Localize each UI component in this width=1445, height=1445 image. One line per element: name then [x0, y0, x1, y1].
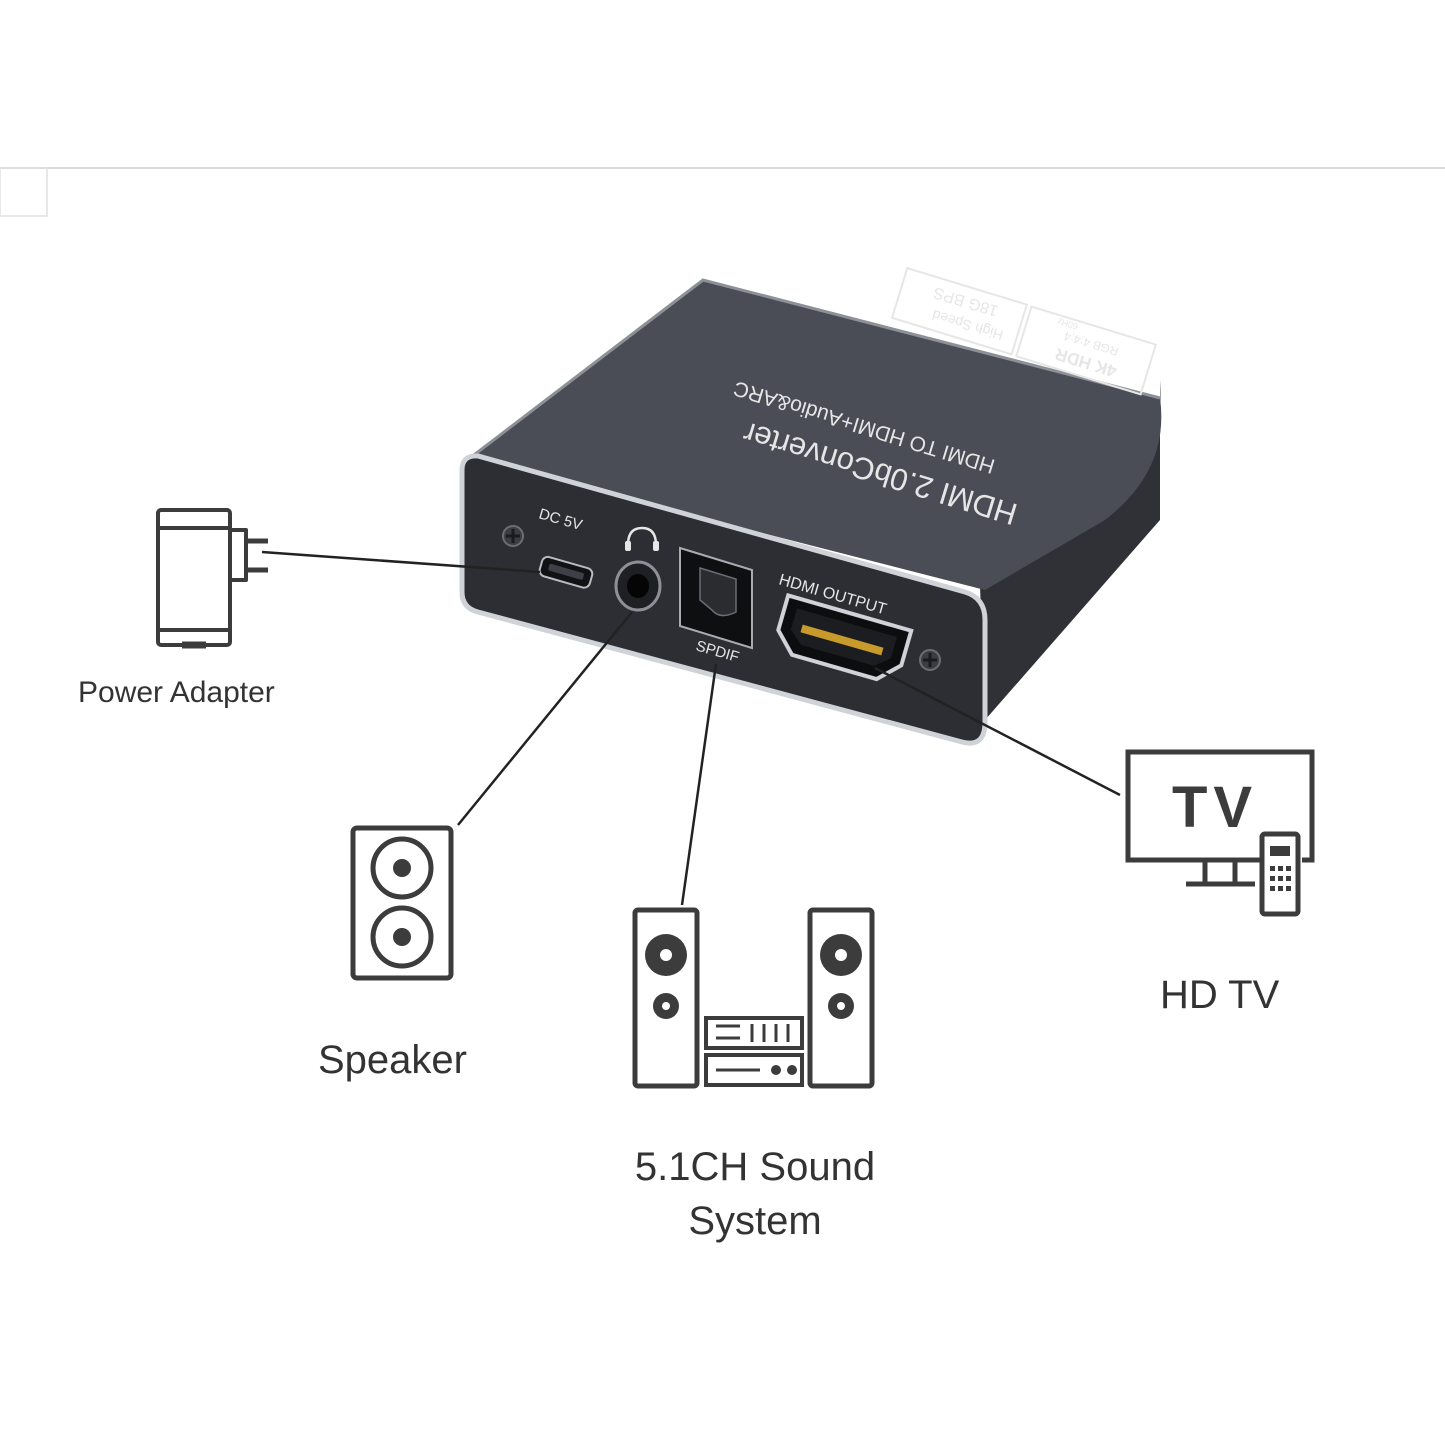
- sound-system-line: [680, 663, 718, 906]
- headphone-icon: [625, 526, 659, 551]
- device-front-frame: [459, 453, 988, 746]
- connection-lines: [261, 550, 1121, 906]
- screw-icon: [919, 649, 941, 671]
- sound-system-label: 5.1CH Sound System: [600, 1140, 910, 1248]
- screw-icon: [502, 525, 524, 547]
- speaker-line: [457, 611, 633, 826]
- sound-system-label-line1: 5.1CH Sound: [634, 1145, 876, 1189]
- hdr-badge: [1015, 305, 1158, 396]
- power-line: [261, 550, 541, 574]
- tv-line: [874, 666, 1121, 797]
- tv-icon: TV: [1125, 749, 1315, 917]
- sound-system-label-line2: System: [688, 1199, 822, 1243]
- sound-system-icon: [632, 907, 875, 1089]
- speaker-label: Speaker: [318, 1038, 467, 1082]
- top-border: [0, 167, 1445, 217]
- device-top: [470, 280, 1162, 590]
- spdif-port: [679, 546, 753, 650]
- audio-jack-port: [614, 560, 662, 612]
- speed-badge: [890, 266, 1029, 356]
- tv-icon-text: TV: [1172, 775, 1258, 840]
- converter-device: HDMI 2.0bConverter HDMI TO HDMI+Audio&AR…: [459, 266, 1162, 746]
- hd-tv-label: HD TV: [1160, 973, 1280, 1017]
- micro-usb-port: [538, 555, 594, 589]
- hdmi-port: [776, 592, 914, 682]
- speaker-icon: [350, 825, 454, 981]
- power-adapter-icon: [156, 508, 268, 649]
- power-adapter-label: Power Adapter: [78, 676, 275, 709]
